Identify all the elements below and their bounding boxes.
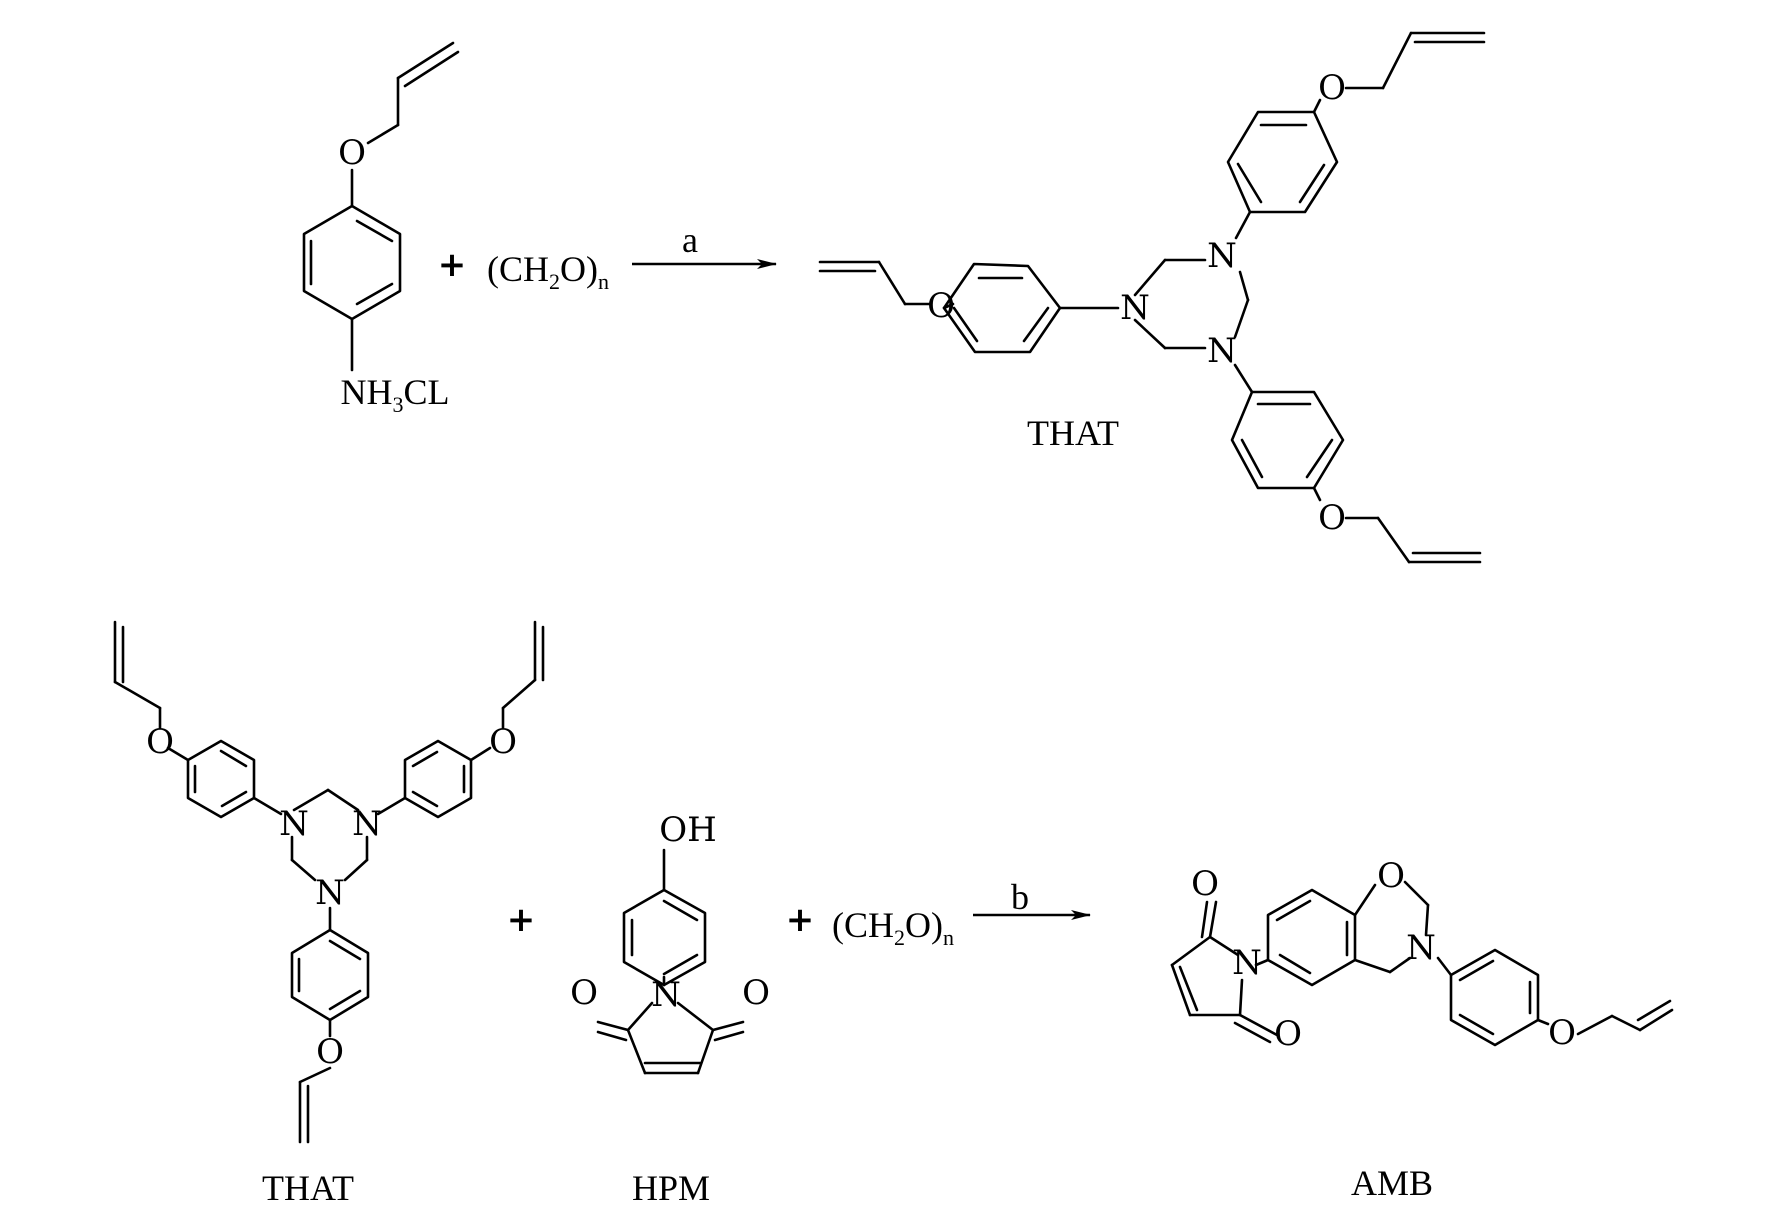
atom-n-right: N [352, 804, 382, 844]
plus-sign: + [438, 245, 467, 285]
paraformaldehyde-label: (CH2O)n [832, 905, 954, 950]
atom-n-oxazine: N [1406, 928, 1436, 968]
atom-n-left: N [279, 804, 309, 844]
that-product-molecule: N N N O O O THAT [818, 31, 1486, 564]
atom-o-bottom: O [1318, 498, 1346, 538]
atom-o-maleimide-top: O [1191, 864, 1219, 904]
arrow-label-b: b [1011, 877, 1029, 917]
atom-o-right: O [489, 722, 517, 762]
atom-o-bottom: O [316, 1032, 344, 1072]
reactant1-bonds [302, 41, 460, 372]
atom-o-top: O [1318, 68, 1346, 108]
arrow-label-a: a [682, 220, 698, 260]
that-product-bonds [818, 31, 1486, 564]
atom-n-left: N [1120, 288, 1150, 328]
atom-o-left: O [927, 286, 955, 326]
atom-o-left: O [570, 973, 598, 1013]
reactant-label-that: THAT [262, 1168, 354, 1208]
atom-o-allyl: O [1548, 1013, 1576, 1053]
amb-product-molecule: N O O O N O AMB [1170, 856, 1674, 1203]
paraformaldehyde-label: (CH2O)n [487, 249, 609, 294]
amb-bonds [1170, 880, 1674, 1047]
product-label-amb: AMB [1351, 1163, 1433, 1203]
that-reactant-molecule: N N N O O O THAT [113, 620, 545, 1208]
atom-o-maleimide-bottom: O [1274, 1014, 1302, 1054]
atom-o-right: O [742, 973, 770, 1013]
plus-sign-2: + [786, 900, 815, 940]
allyloxyanilinium-molecule: O NH3CL [302, 41, 460, 417]
plus-sign-1: + [507, 900, 536, 940]
hpm-bonds [596, 848, 745, 1075]
atom-n-bottom: N [1207, 331, 1237, 371]
atom-n-bottom: N [315, 873, 345, 913]
ammonium-chloride-label: NH3CL [340, 372, 449, 417]
atom-n: N [651, 975, 681, 1015]
that-reactant-bonds [113, 620, 545, 1144]
hpm-molecule: OH N O O HPM [570, 810, 770, 1208]
atom-oh: OH [659, 810, 717, 850]
atom-o-oxazine: O [1377, 856, 1405, 896]
reactant-label-hpm: HPM [632, 1168, 710, 1208]
atom-o-left: O [146, 722, 174, 762]
product-label-that: THAT [1027, 413, 1119, 453]
atom-o: O [338, 133, 366, 173]
atom-n-top: N [1207, 236, 1237, 276]
atom-n-maleimide: N [1232, 943, 1262, 983]
